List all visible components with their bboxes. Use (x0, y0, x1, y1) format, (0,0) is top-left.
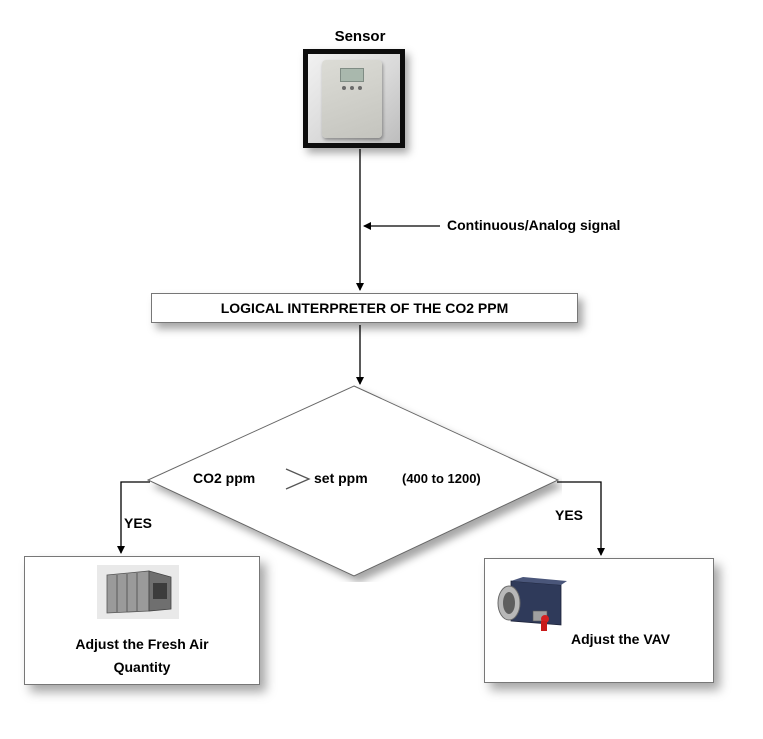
fresh-air-label-line1: Adjust the Fresh Air (75, 636, 209, 652)
vav-damper-photo (493, 577, 567, 635)
signal-label: Continuous/Analog signal (447, 217, 621, 233)
greater-than-icon (285, 468, 311, 490)
decision-range-text: (400 to 1200) (402, 471, 481, 486)
vav-label: Adjust the VAV (571, 631, 671, 647)
fresh-air-box: Adjust the Fresh Air Quantity (24, 556, 260, 685)
sensor-device-icon (322, 60, 382, 138)
co2-sensor-photo (303, 49, 405, 148)
yes-left-line (117, 481, 150, 554)
fresh-air-label-line2: Quantity (113, 659, 171, 675)
air-handling-unit-photo (97, 565, 179, 619)
sensor-display-icon (340, 68, 364, 82)
sensor-title: Sensor (334, 28, 386, 45)
yes-right-line (557, 481, 605, 556)
yes-left-label: YES (124, 515, 153, 531)
fresh-air-label: Adjust the Fresh Air Quantity (25, 633, 259, 679)
decision-left-text: CO2 ppm (193, 470, 256, 486)
yes-right-label: YES (555, 507, 584, 523)
logical-interpreter-box: LOGICAL INTERPRETER OF THE CO2 PPM (151, 293, 578, 323)
decision-diamond (146, 385, 560, 577)
logical-interpreter-label: LOGICAL INTERPRETER OF THE CO2 PPM (220, 300, 509, 316)
decision-right-text: set ppm (314, 470, 368, 486)
vav-box: Adjust the VAV (484, 558, 714, 683)
